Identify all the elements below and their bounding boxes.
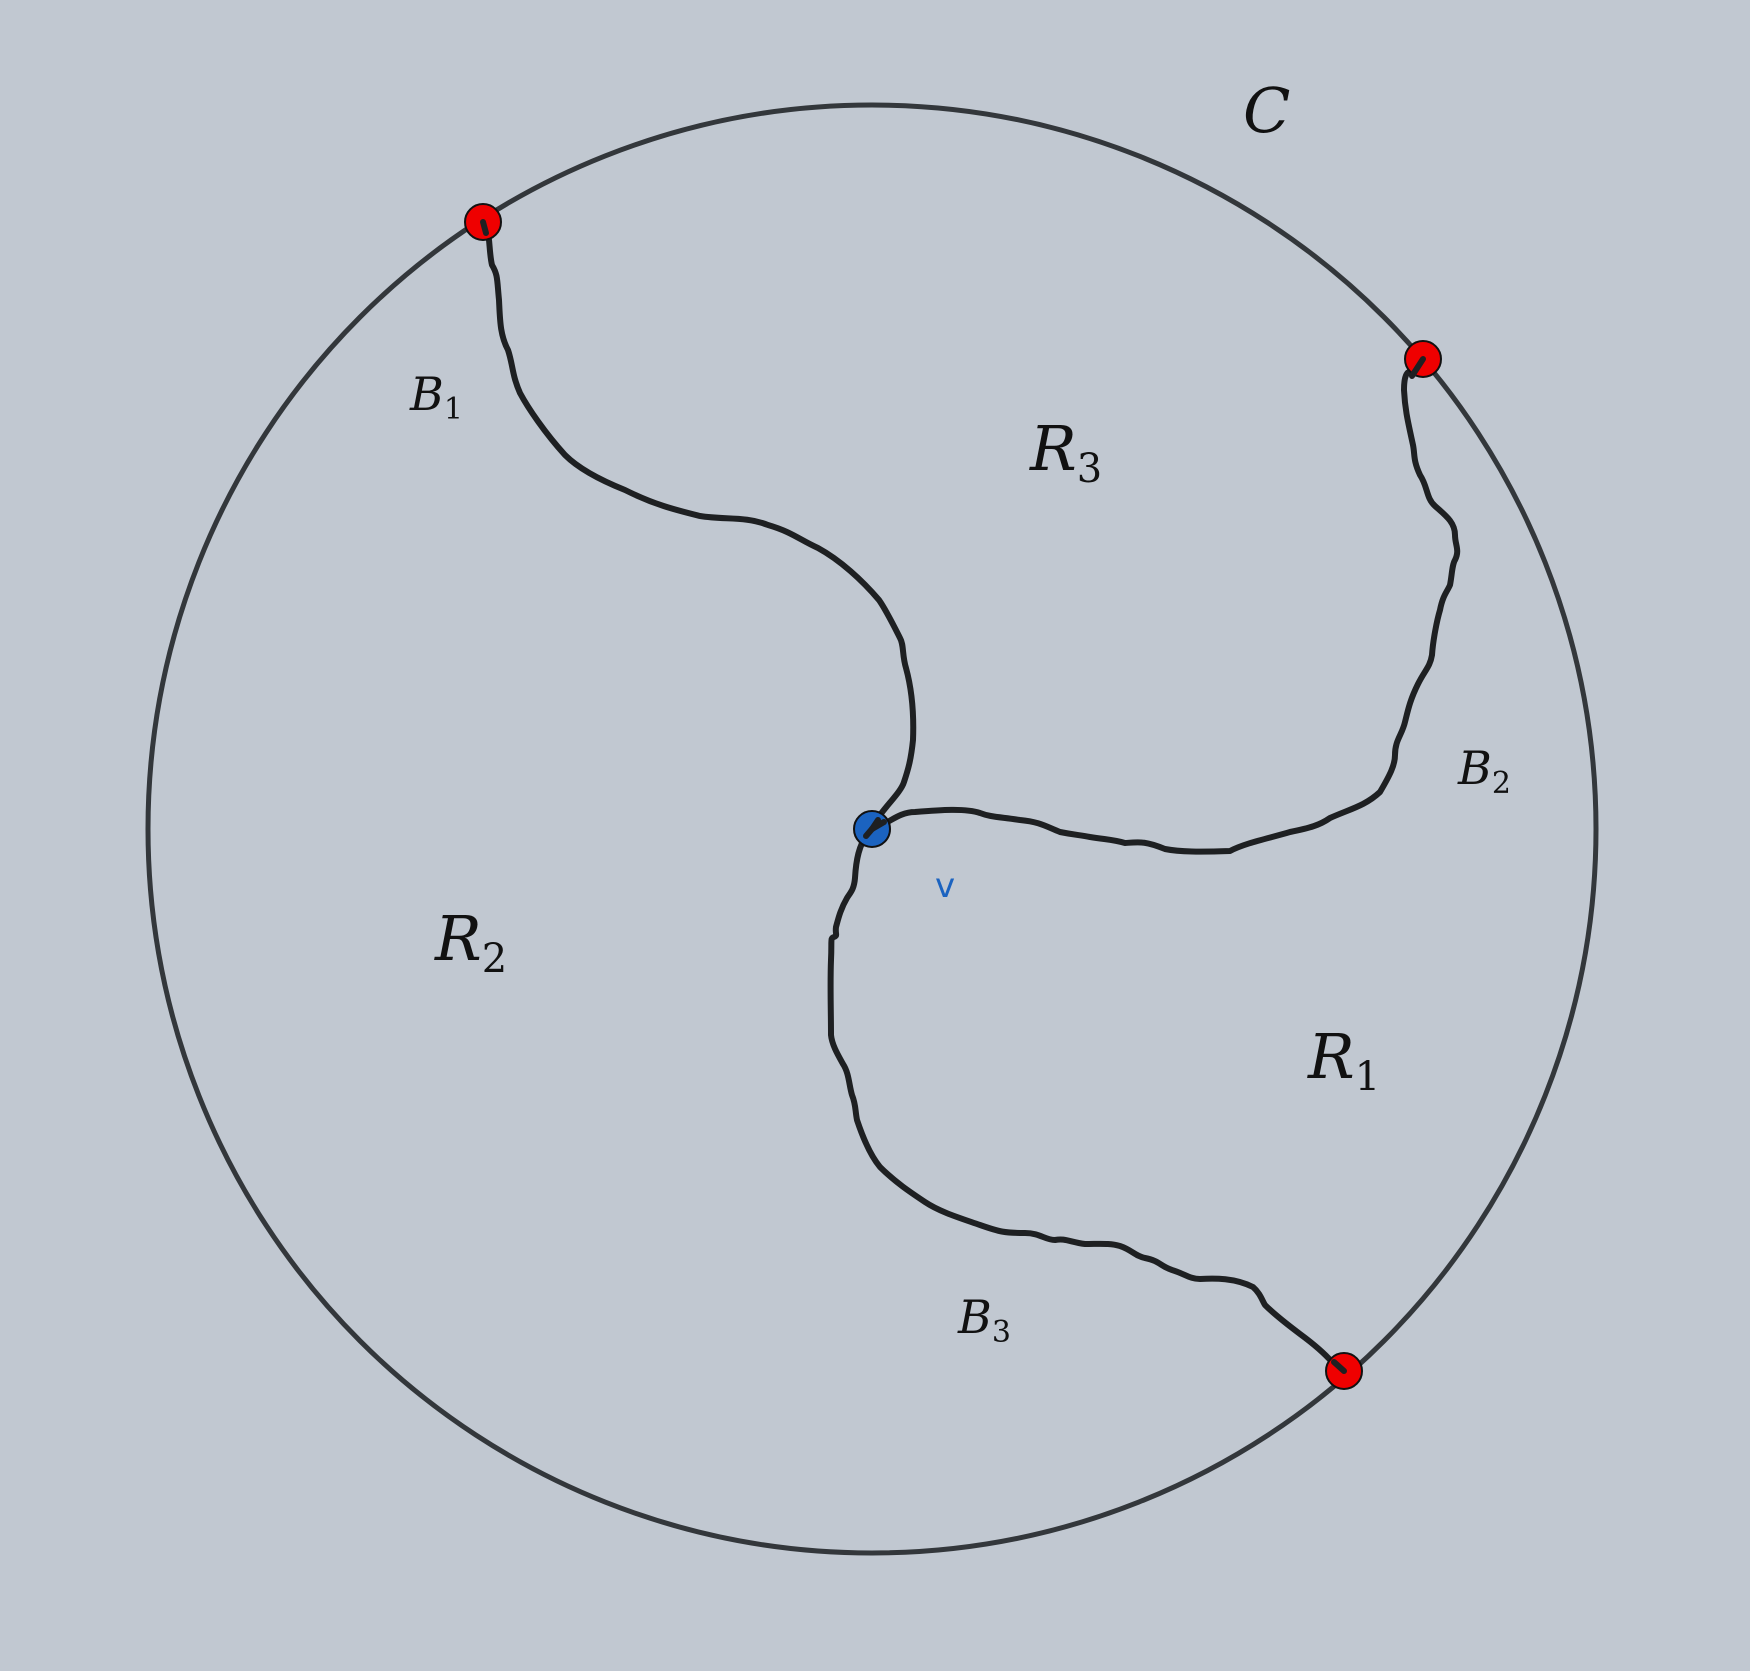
- branch-b2: [878, 365, 1461, 855]
- circle-c: [145, 102, 1599, 1556]
- branch-b3-end: [1331, 1359, 1347, 1374]
- branch-b1-start: [869, 817, 881, 832]
- branch-label-b1-index: 1: [444, 392, 463, 427]
- region-label-r3: R3: [1029, 412, 1102, 492]
- branch-label-b2-index: 2: [1492, 766, 1511, 801]
- branch-b1: [479, 205, 917, 831]
- branch-label-b3-index: 3: [992, 1315, 1011, 1350]
- region-label-r2: R2: [434, 902, 507, 982]
- branch-b2-end: [1409, 356, 1426, 379]
- branch-label-b2: B2: [1457, 741, 1511, 801]
- region-label-r1-letter: R: [1307, 1020, 1355, 1093]
- branch-b3: [827, 832, 1343, 1371]
- branch-label-b3-letter: B: [957, 1290, 992, 1344]
- region-label-r1: R1: [1307, 1020, 1380, 1100]
- region-label-r3-letter: R: [1029, 412, 1077, 485]
- vertex-label: v: [935, 866, 955, 906]
- region-label-r2-letter: R: [434, 902, 482, 975]
- region-label-r3-index: 3: [1077, 446, 1102, 492]
- branch-label-b1-letter: B: [409, 367, 444, 421]
- region-label-r1-index: 1: [1355, 1054, 1380, 1100]
- branch-label-b1: B1: [409, 367, 463, 427]
- region-label-r2-index: 2: [482, 936, 507, 982]
- branch-label-b2-letter: B: [1457, 741, 1492, 795]
- branch-b1-end: [480, 219, 489, 236]
- circle-label: C: [1243, 74, 1290, 147]
- branch-label-b3: B3: [957, 1290, 1011, 1350]
